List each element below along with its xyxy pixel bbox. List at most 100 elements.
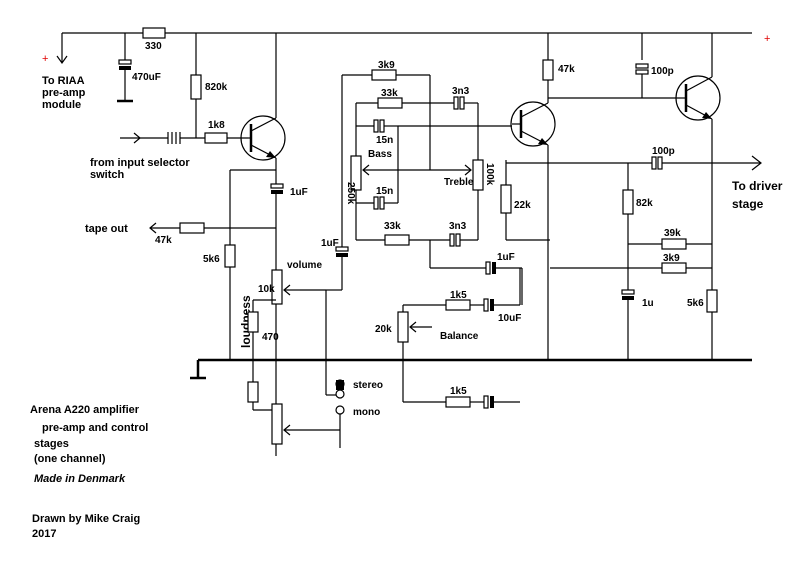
label-100k: 100k [484, 163, 495, 186]
label-module: module [42, 99, 81, 111]
resistor-33k-bottom [384, 234, 410, 246]
label-3k9-right: 3k9 [663, 253, 680, 264]
note-made: Made in Denmark [34, 473, 126, 485]
resistor-82k [622, 189, 634, 215]
note-drawn: Drawn by Mike Craig [32, 513, 140, 525]
resistor-820k [190, 74, 202, 100]
label-250k: 250k [345, 182, 356, 205]
label-3n3-bottom: 3n3 [449, 221, 467, 232]
capacitor-15n-bottom [373, 196, 385, 210]
input-line [120, 132, 205, 144]
note-year: 2017 [32, 528, 56, 540]
transistor-q2 [510, 101, 556, 147]
label-switch: switch [90, 169, 125, 181]
label-47k-tape: 47k [155, 235, 172, 246]
plus-marker-left: + [42, 53, 48, 65]
label-820k: 820k [205, 82, 228, 93]
label-1uF-a: 1uF [290, 187, 308, 198]
label-treble: Treble [444, 177, 474, 188]
resistor-lower-left [247, 381, 259, 403]
resistor-47k-right [542, 59, 554, 81]
label-470uF: 470uF [132, 72, 161, 83]
resistor-39k [661, 238, 687, 250]
label-stereo: stereo [353, 380, 383, 391]
resistor-47k-tape [179, 222, 205, 234]
label-1k8: 1k8 [208, 120, 225, 131]
label-47k-right: 47k [558, 64, 575, 75]
potentiometer-lower[interactable] [271, 403, 283, 445]
capacitor-100p-top [635, 63, 649, 75]
label-bass: Bass [368, 149, 392, 160]
capacitor-1uF-mid [485, 261, 496, 275]
capacitor-1uF-volume [335, 246, 349, 257]
note-title-3: stages [34, 438, 69, 450]
label-82k: 82k [636, 198, 653, 209]
label-1uF-mid: 1uF [497, 252, 515, 263]
plus-marker-right: + [764, 33, 770, 45]
label-330: 330 [145, 41, 162, 52]
capacitor-470uF [117, 33, 133, 103]
label-10uF: 10uF [498, 313, 521, 324]
label-3n3-top: 3n3 [452, 86, 470, 97]
label-22k: 22k [514, 200, 531, 211]
resistor-1k5-bottom [445, 396, 471, 408]
label-100p-top: 100p [651, 66, 674, 77]
capacitor-3n3-bottom [449, 233, 461, 247]
resistor-330 [142, 27, 166, 39]
capacitor-100p-mid [651, 156, 663, 170]
label-from-input: from input selector [90, 157, 190, 169]
potentiometer-volume[interactable] [271, 269, 283, 305]
label-470: 470 [262, 332, 279, 343]
label-1uF-volume: 1uF [321, 238, 339, 249]
label-to-driver: To driver [732, 179, 783, 193]
label-33k-top: 33k [381, 88, 398, 99]
label-1k5-bottom: 1k5 [450, 386, 467, 397]
resistor-22k [500, 184, 512, 214]
label-loudness: loudness [239, 295, 253, 348]
switch-stereo-mono[interactable] [325, 360, 345, 415]
capacitor-1uF-lower [483, 395, 494, 409]
resistor-470 [247, 311, 259, 333]
label-15n-top: 15n [376, 135, 393, 146]
transistor-q3 [675, 75, 721, 121]
resistor-33k-top [377, 97, 403, 109]
label-39k: 39k [664, 228, 681, 239]
supply-rail-top [56, 32, 752, 65]
label-5k6-right: 5k6 [687, 298, 704, 309]
resistor-5k6-left [224, 244, 236, 268]
potentiometer-balance[interactable] [397, 311, 409, 343]
label-1k5-top: 1k5 [450, 290, 467, 301]
capacitor-10uF [483, 298, 494, 312]
resistor-1k8 [204, 132, 228, 144]
label-100p-mid: 100p [652, 146, 675, 157]
potentiometer-treble[interactable] [472, 159, 484, 191]
resistor-3k9-right [661, 262, 687, 274]
label-mono: mono [353, 407, 380, 418]
resistor-5k6-right [706, 289, 718, 313]
label-3k9-top: 3k9 [378, 60, 395, 71]
capacitor-3n3-top [453, 96, 465, 110]
capacitor-15n-top [373, 119, 385, 133]
label-balance: Balance [440, 331, 479, 342]
label-preamp: pre-amp [42, 87, 86, 99]
capacitor-1uF-a [270, 183, 284, 194]
label-stage: stage [732, 197, 764, 211]
label-20k: 20k [375, 324, 392, 335]
resistor-1k5-top [445, 299, 471, 311]
capacitor-1u [621, 289, 635, 300]
label-tape-out: tape out [85, 223, 128, 235]
label-to-riaa: To RIAA [42, 75, 85, 87]
transistor-q1 [240, 115, 286, 161]
label-5k6-left: 5k6 [203, 254, 220, 265]
label-1u: 1u [642, 298, 654, 309]
note-title-4: (one channel) [34, 453, 106, 465]
label-33k-bottom: 33k [384, 221, 401, 232]
label-15n-bottom: 15n [376, 186, 393, 197]
label-volume: volume [287, 260, 322, 271]
note-title-2: pre-amp and control [42, 422, 148, 434]
note-title-1: Arena A220 amplifier [30, 404, 140, 416]
resistor-3k9-top [371, 69, 397, 81]
label-10k: 10k [258, 284, 275, 295]
